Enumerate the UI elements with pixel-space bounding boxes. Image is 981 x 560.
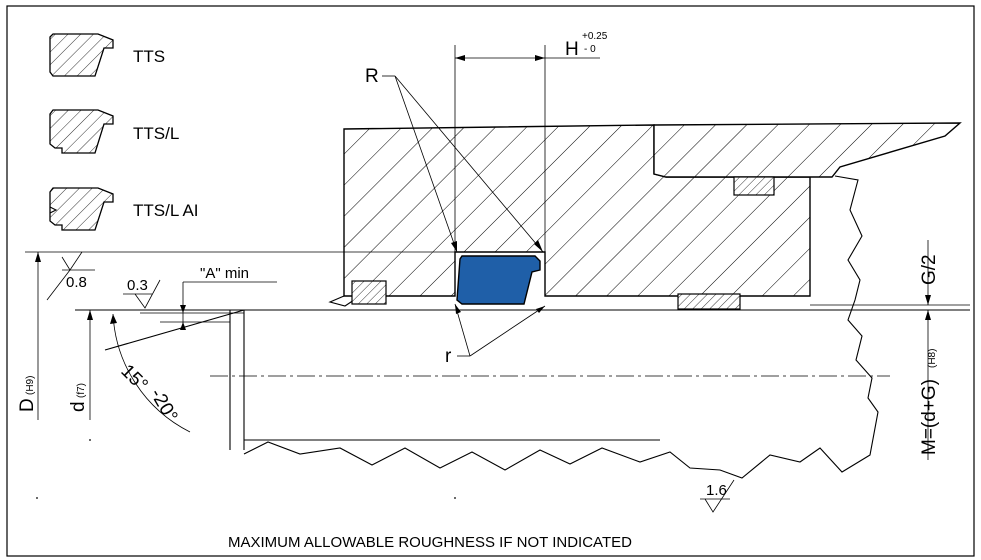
h-tolerance-upper: +0.25 bbox=[582, 31, 608, 42]
guide-ring-bottom bbox=[677, 293, 741, 310]
radius-small-r-callout: r bbox=[445, 303, 546, 367]
r-leader-to-left-corner bbox=[394, 75, 458, 253]
roughness-08-label: 0.8 bbox=[66, 274, 87, 291]
chamfer-edge bbox=[104, 309, 245, 351]
ref-dot-1 bbox=[89, 439, 91, 441]
drawing-frame bbox=[6, 5, 975, 557]
ref-dot-3 bbox=[454, 497, 456, 499]
angle-arc bbox=[112, 313, 191, 433]
a-min-arrow-bottom bbox=[180, 322, 186, 330]
footer-note: MAXIMUM ALLOWABLE ROUGHNESS IF NOT INDIC… bbox=[228, 534, 632, 551]
small-r-leader-right bbox=[469, 305, 546, 357]
mating-housing-part bbox=[653, 122, 962, 178]
h-arrow-right bbox=[535, 55, 545, 61]
dimension-h: H +0.25 - 0 bbox=[454, 31, 608, 252]
roughness-16-check bbox=[704, 479, 735, 513]
g-half-label: G/2 bbox=[919, 254, 940, 285]
m-fit: (H8) bbox=[927, 349, 938, 368]
radius-small-r-label: r bbox=[445, 346, 452, 367]
ref-dot-2 bbox=[36, 497, 38, 499]
profile-tts-l-ai-notch bbox=[49, 206, 58, 214]
roughness-16-label: 1.6 bbox=[706, 482, 727, 499]
profile-tts-l-ai: TTS/L AI bbox=[49, 187, 199, 231]
d-big-fit: (H9) bbox=[25, 376, 36, 395]
d-small-fit: (f7) bbox=[76, 383, 87, 398]
profile-tts-shape bbox=[49, 33, 114, 77]
a-min-label: "A" min bbox=[200, 265, 249, 282]
d-big-label: D bbox=[17, 398, 38, 412]
roughness-symbol-03: 0.3 bbox=[123, 277, 161, 309]
seal-profile bbox=[456, 255, 541, 305]
profile-tts-label: TTS bbox=[133, 47, 165, 66]
h-arrow-left bbox=[455, 55, 465, 61]
profile-legend: TTS TTS/L TTS/L AI bbox=[49, 33, 199, 231]
h-label: H bbox=[565, 39, 579, 60]
d-small-arrow bbox=[87, 310, 93, 320]
m-arrow-top bbox=[925, 310, 931, 320]
chamfer-a-min: "A" min bbox=[104, 265, 277, 351]
profile-tts-l: TTS/L bbox=[49, 109, 179, 154]
angle-20-label: -20° bbox=[146, 385, 182, 426]
r-leader-to-right-corner bbox=[394, 75, 544, 253]
g-half-arrow bbox=[925, 295, 931, 305]
small-r-arrow-left bbox=[455, 304, 461, 314]
profile-tts-l-ai-shape bbox=[49, 187, 114, 231]
roughness-08-leader bbox=[46, 269, 71, 301]
dimension-diameters: D (H9) d (f7) bbox=[17, 251, 455, 420]
small-r-arrow-right bbox=[536, 306, 545, 313]
h-tolerance-lower: - 0 bbox=[584, 44, 596, 55]
d-big-arrow bbox=[35, 252, 41, 262]
housing-section bbox=[328, 122, 962, 310]
d-small-label: d bbox=[68, 401, 89, 412]
chamfer-angle: 15° -20° bbox=[110, 313, 191, 433]
r-arrow-left bbox=[451, 241, 457, 252]
profile-tts-l-label: TTS/L bbox=[133, 124, 179, 143]
m-label: M=(d+G) bbox=[919, 379, 940, 455]
r-arrow-right bbox=[534, 240, 543, 252]
roughness-08-check bbox=[61, 251, 83, 271]
roughness-03-check bbox=[134, 279, 161, 309]
profile-tts: TTS bbox=[49, 33, 165, 77]
guide-ring-top bbox=[733, 176, 775, 196]
a-min-arrow-top bbox=[180, 305, 186, 313]
profile-tts-l-shape bbox=[49, 109, 114, 154]
angle-arrow-top bbox=[110, 314, 117, 324]
backup-ring-left bbox=[351, 280, 387, 305]
roughness-symbol-16: 1.6 bbox=[700, 479, 735, 513]
rod-break-line bbox=[243, 175, 879, 479]
roughness-03-label: 0.3 bbox=[127, 277, 148, 294]
angle-15-label: 15° bbox=[116, 361, 151, 396]
profile-tts-l-ai-label: TTS/L AI bbox=[133, 201, 199, 220]
rod-section bbox=[75, 175, 970, 479]
roughness-symbol-08: 0.8 bbox=[46, 251, 95, 301]
radius-big-r-label: R bbox=[365, 66, 379, 87]
radius-r-callout: R bbox=[365, 66, 544, 253]
dimension-right: G/2 M=(d+G) (H8) bbox=[919, 240, 940, 460]
